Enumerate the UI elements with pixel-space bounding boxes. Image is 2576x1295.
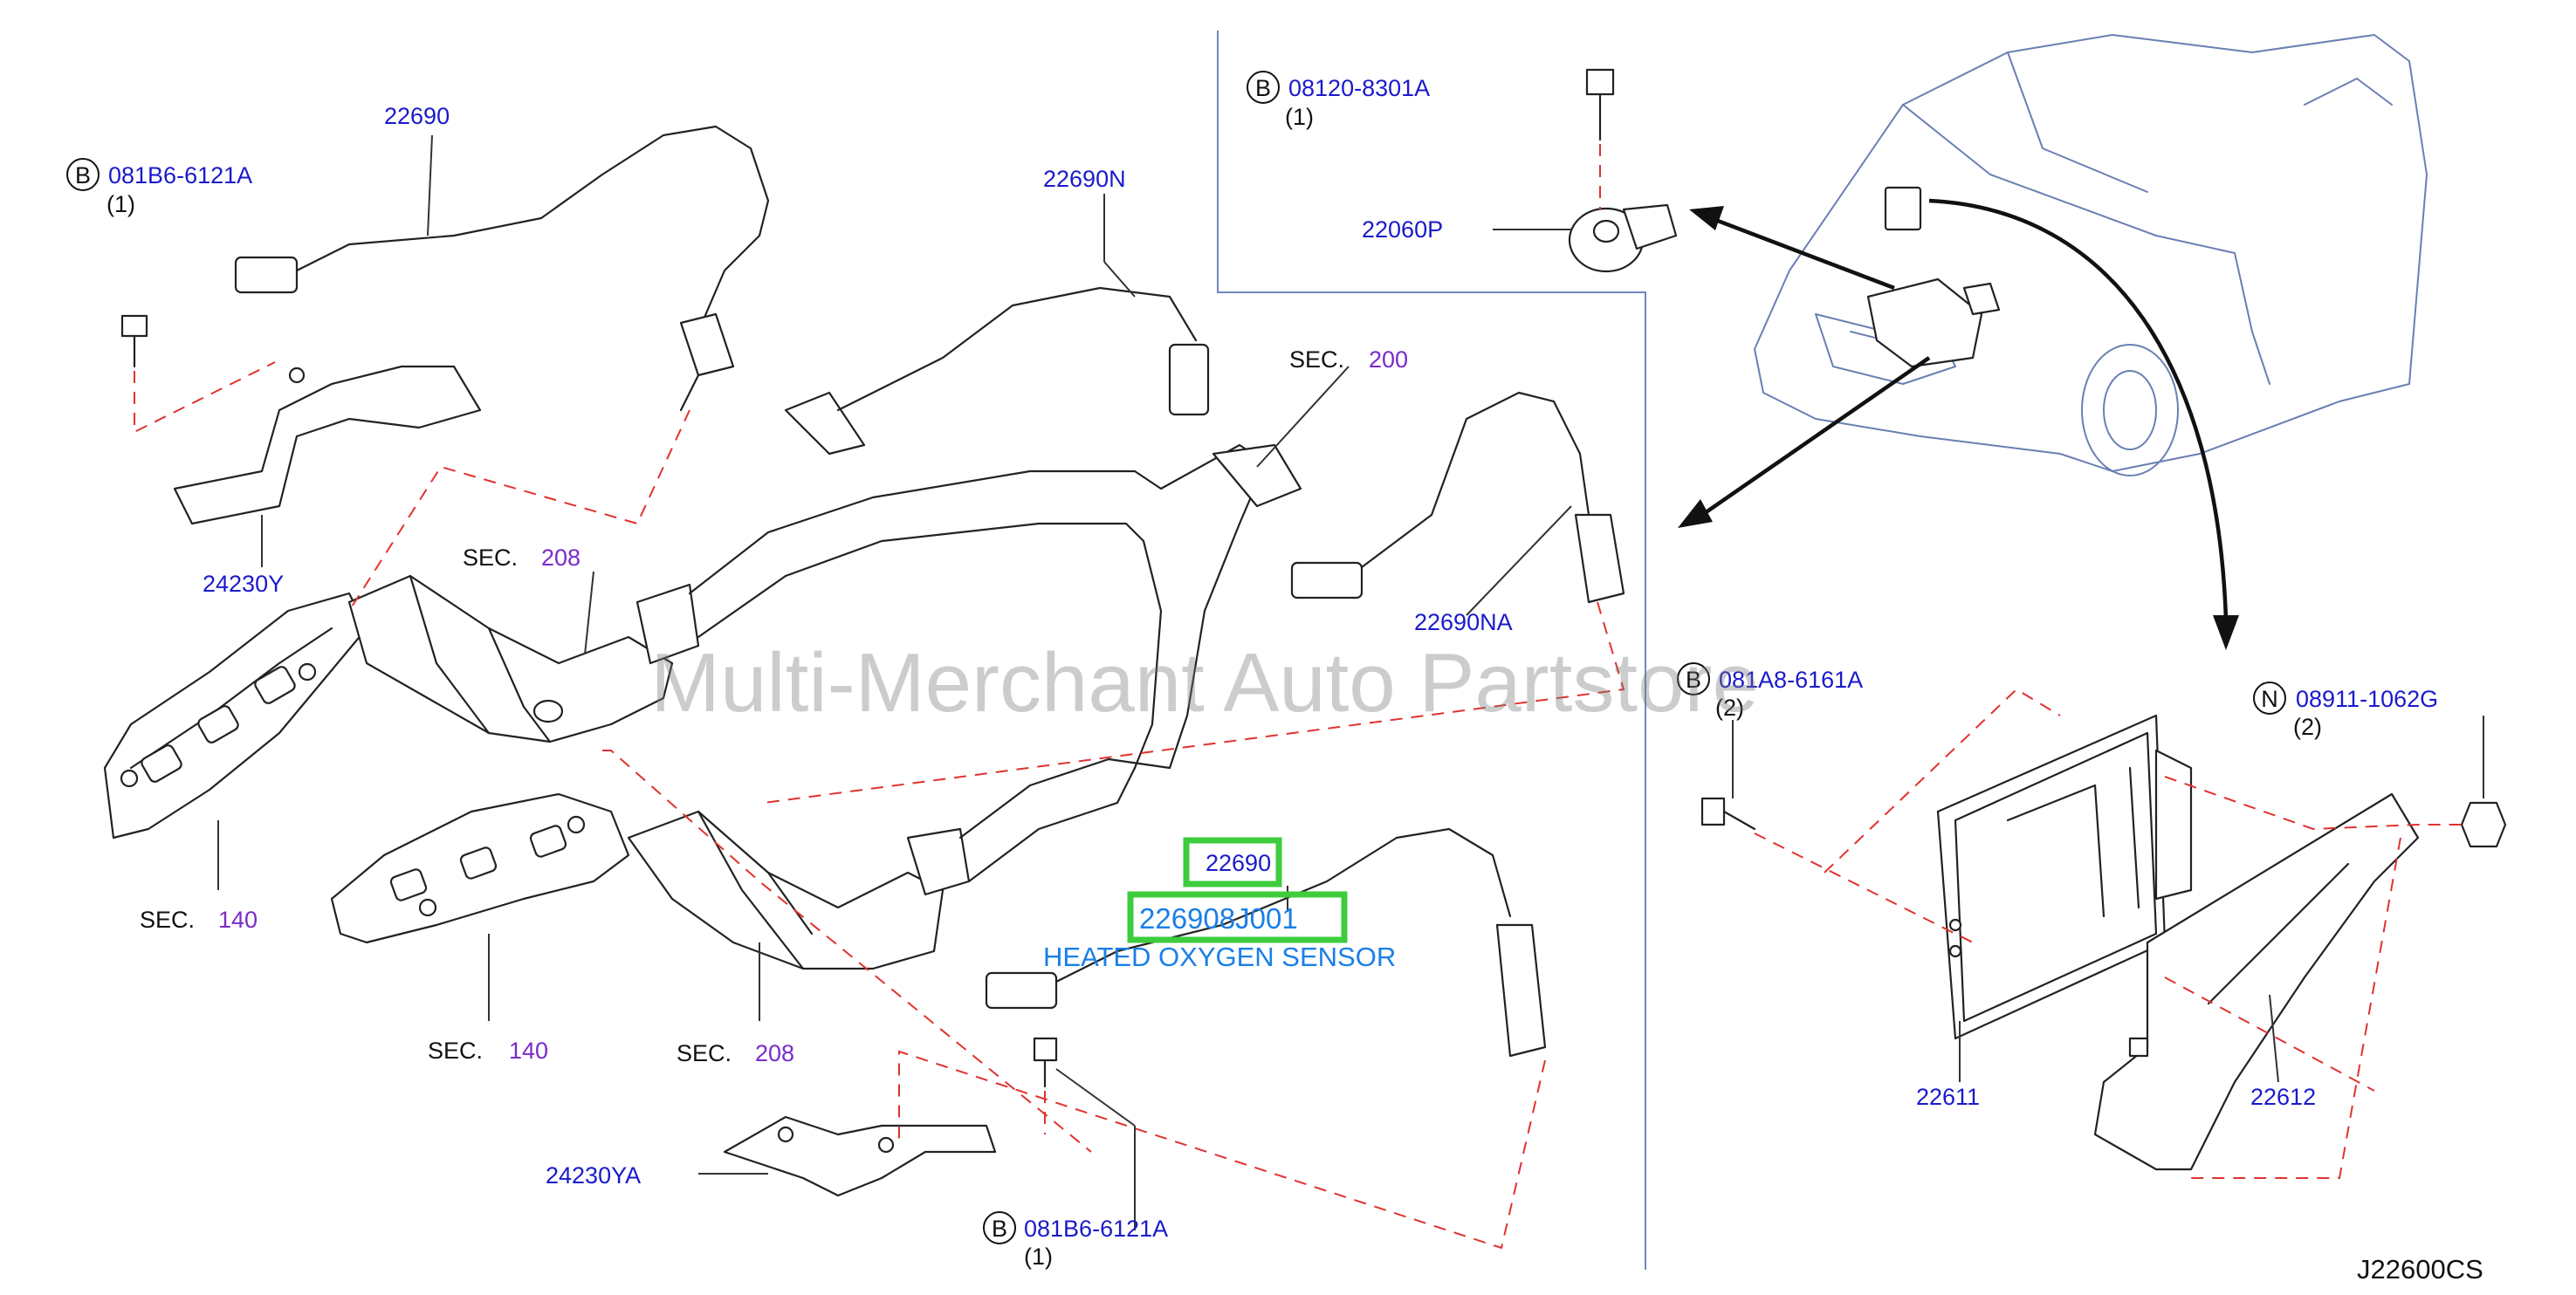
sensor-22690-highlighted-shape: [985, 827, 1547, 1058]
svg-text:SEC.: SEC.: [463, 545, 518, 571]
fastener-5[interactable]: B 081B6-6121A (1): [983, 1211, 1168, 1270]
section-ref-140-lower[interactable]: SEC. 140: [428, 1038, 548, 1064]
svg-text:(1): (1): [106, 191, 135, 217]
diagram-reference-code: J22600CS: [2357, 1254, 2483, 1285]
fastener-callouts: B 081B6-6121A (1) B 08120-8301A (1) B 08…: [66, 71, 2438, 1270]
svg-text:140: 140: [218, 907, 258, 933]
vehicle-illustration: [1754, 34, 2428, 476]
svg-text:081B6-6121A: 081B6-6121A: [1024, 1216, 1168, 1242]
svg-text:208: 208: [755, 1040, 794, 1066]
panel-dividers: [1217, 31, 1646, 1270]
callout-22060p[interactable]: 22060P: [1362, 216, 1443, 243]
callout-22612[interactable]: 22612: [2250, 1084, 2316, 1110]
fastener-4[interactable]: N 08911-1062G (2): [2253, 682, 2438, 740]
watermark-text: Multi-Merchant Auto Partstore: [650, 636, 1759, 730]
callout-22690-top[interactable]: 22690: [384, 103, 450, 129]
svg-text:B: B: [1686, 667, 1701, 693]
svg-text:SEC.: SEC.: [1289, 346, 1344, 373]
highlight-number-label[interactable]: 226908J001: [1139, 902, 1298, 935]
dashed-connection-lines: [134, 144, 2462, 1250]
section-ref-140-upper[interactable]: SEC. 140: [140, 907, 258, 933]
location-arrows: [1678, 198, 2239, 650]
callout-labels: 22690 22690N 24230Y 22690NA 24230YA 2206…: [203, 103, 2316, 1189]
svg-text:081A8-6161A: 081A8-6161A: [1719, 667, 1863, 693]
svg-text:B: B: [75, 162, 91, 188]
svg-text:08120-8301A: 08120-8301A: [1288, 75, 1430, 101]
callout-22611[interactable]: 22611: [1916, 1084, 1980, 1110]
fastener-3[interactable]: B 081A8-6161A (2): [1677, 662, 1863, 721]
sensor-22690n-shape: [784, 286, 1210, 456]
control-unit-shape: [1936, 714, 2193, 1040]
callout-22690na[interactable]: 22690NA: [1414, 609, 1513, 635]
fastener-1[interactable]: B 081B6-6121A (1): [66, 158, 252, 217]
sensor-22690-top-shape: [234, 125, 770, 412]
bracket-24230ya-shape: [723, 1115, 997, 1197]
svg-text:SEC.: SEC.: [677, 1040, 732, 1066]
svg-text:(1): (1): [1285, 104, 1314, 130]
highlight-name-label[interactable]: HEATED OXYGEN SENSOR: [1043, 942, 1396, 972]
section-ref-208-upper[interactable]: SEC. 208: [463, 545, 580, 571]
bracket-24230y-shape: [173, 365, 482, 525]
callout-24230ya[interactable]: 24230YA: [546, 1162, 641, 1189]
control-bracket-shape: [2093, 792, 2420, 1171]
svg-text:08911-1062G: 08911-1062G: [2296, 686, 2438, 712]
svg-text:SEC.: SEC.: [140, 907, 195, 933]
svg-text:B: B: [992, 1216, 1007, 1242]
svg-text:140: 140: [509, 1038, 548, 1064]
svg-text:(2): (2): [2293, 714, 2322, 740]
svg-text:SEC.: SEC.: [428, 1038, 483, 1064]
exhaust-assembly: [103, 443, 1302, 970]
highlight-box-part: [1183, 837, 1282, 887]
svg-text:200: 200: [1369, 346, 1408, 373]
callout-24230y[interactable]: 24230Y: [203, 571, 284, 597]
leader-lines: [217, 134, 2484, 1230]
section-ref-208-lower[interactable]: SEC. 208: [677, 1040, 794, 1066]
sensor-22690na-shape: [1290, 391, 1625, 604]
svg-text:208: 208: [541, 545, 580, 571]
fastener-2[interactable]: B 08120-8301A (1): [1247, 71, 1430, 130]
highlight-part-label[interactable]: 22690: [1206, 850, 1271, 876]
svg-text:N: N: [2261, 686, 2278, 712]
bolt-shapes: [120, 68, 2507, 1088]
section-ref-200[interactable]: SEC. 200: [1289, 346, 1408, 373]
section-references: SEC. 200 SEC. 208 SEC. 140 SEC. 140 SEC.…: [140, 346, 1408, 1066]
svg-text:081B6-6121A: 081B6-6121A: [108, 162, 252, 188]
highlight-box-number: [1127, 891, 1348, 943]
callout-22690n[interactable]: 22690N: [1043, 166, 1126, 192]
svg-text:(1): (1): [1024, 1244, 1053, 1270]
svg-text:(2): (2): [1715, 695, 1744, 721]
svg-text:B: B: [1255, 75, 1271, 101]
knock-sensor-shape: [1568, 203, 1678, 273]
